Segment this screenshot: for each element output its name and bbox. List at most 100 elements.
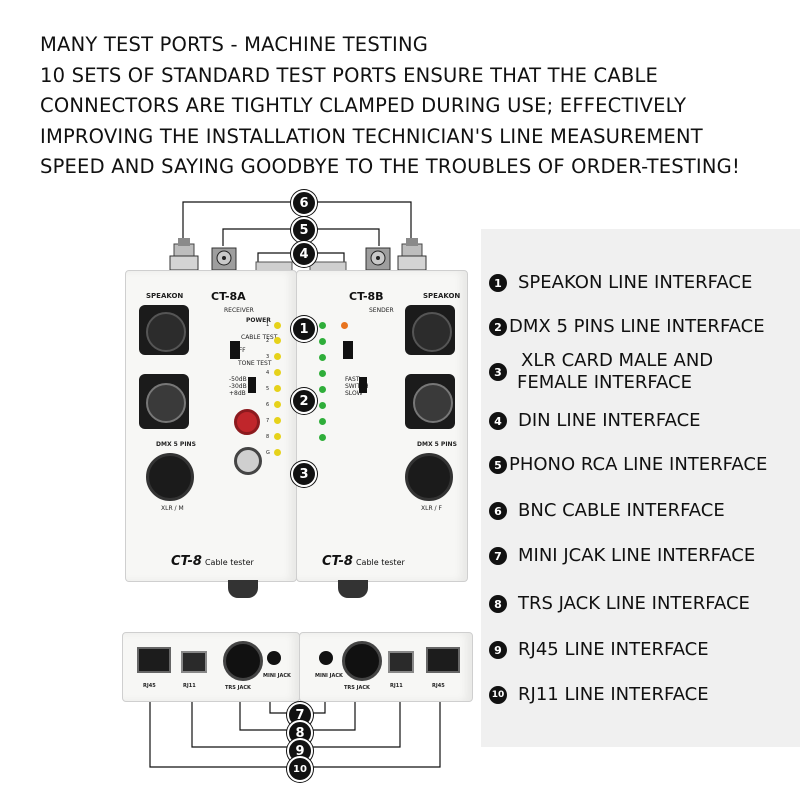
mini-jack-label-right: MINI JACK <box>315 673 343 679</box>
led-number-7: 7 <box>266 418 270 424</box>
led-2 <box>274 353 281 360</box>
rj45-port-right[interactable] <box>426 647 460 673</box>
led-green-2 <box>319 338 326 345</box>
callout-6: 6 <box>291 190 317 216</box>
rj11-label-right: RJ11 <box>390 683 403 689</box>
legend-label: RJ11 LINE INTERFACE <box>518 684 709 705</box>
header-line-4: IMPROVING THE INSTALLATION TECHNICIAN'S … <box>40 124 703 148</box>
receiver-label: RECEIVER <box>224 307 254 314</box>
legend-panel <box>481 229 800 747</box>
legend-label: MINI JCAK LINE INTERFACE <box>518 545 756 566</box>
device-foot-right <box>338 580 368 598</box>
legend-item-4: 4 DIN LINE INTERFACE <box>489 410 701 432</box>
number-badge: 5 <box>489 456 507 474</box>
callout-5: 5 <box>291 217 317 243</box>
led-green-8 <box>319 434 326 441</box>
legend-label: DIN LINE INTERFACE <box>518 410 701 431</box>
led-7 <box>274 433 281 440</box>
dmx-jack-ring <box>413 383 453 423</box>
callout-2: 2 <box>291 388 317 414</box>
number-badge: 10 <box>489 686 507 704</box>
legend-item-6: 6 BNC CABLE INTERFACE <box>489 500 725 522</box>
db-label-2: -30dB <box>229 383 247 390</box>
legend-item-1: 1 SPEAKON LINE INTERFACE <box>489 272 752 294</box>
trs-jack-right[interactable] <box>342 641 382 681</box>
legend-item-2: 2 DMX 5 PINS LINE INTERFACE <box>489 316 765 338</box>
rca-red-jack[interactable] <box>234 409 260 435</box>
legend-item-8: 8 TRS JACK LINE INTERFACE <box>489 593 750 615</box>
rj45-label-right: RJ45 <box>432 683 445 689</box>
number-badge: 2 <box>489 318 507 336</box>
rj45-label-left: RJ45 <box>143 683 156 689</box>
dmx-jack-ring <box>146 383 186 423</box>
led-number-g: G <box>266 450 270 456</box>
xlr-female-jack[interactable] <box>405 453 453 501</box>
led-8 <box>274 449 281 456</box>
db-switch[interactable] <box>248 377 256 393</box>
led-1 <box>274 337 281 344</box>
led-number-4: 4 <box>266 370 270 376</box>
mode-label-fast: FAST <box>345 376 360 383</box>
rca-connector-left <box>211 247 237 271</box>
callout-1: 1 <box>291 316 317 342</box>
bnc-connector-left <box>169 238 199 271</box>
led-number-1: 1 <box>266 322 270 328</box>
rj11-port-left[interactable] <box>181 651 207 673</box>
number-badge: 8 <box>489 595 507 613</box>
sender-label: SENDER <box>369 307 394 314</box>
rj11-port-right[interactable] <box>388 651 414 673</box>
trs-label-right: TRS JACK <box>344 685 370 691</box>
led-green-7 <box>319 418 326 425</box>
speakon-label-right: SPEAKON <box>423 292 461 300</box>
mode-switch-top[interactable] <box>343 341 353 359</box>
legend-item-7: 7 MINI JCAK LINE INTERFACE <box>489 545 755 567</box>
callout-4: 4 <box>291 241 317 267</box>
led-green-1 <box>319 322 326 329</box>
rj45-port-left[interactable] <box>137 647 171 673</box>
device-ct8b: CT-8B SENDER SPEAKON FAST SWITCH SLOW DM… <box>296 270 468 582</box>
led-number-8: 8 <box>266 434 270 440</box>
cable-test-switch[interactable] <box>230 341 240 359</box>
header-line-3: CONNECTORS ARE TIGHTLY CLAMPED DURING US… <box>40 94 687 117</box>
led-6 <box>274 417 281 424</box>
legend-label: XLR CARD MALE AND <box>521 350 714 371</box>
header-line-5: SPEED AND SAYING GOODBYE TO THE TROUBLES… <box>40 155 740 178</box>
led-number-2: 2 <box>266 338 270 344</box>
xlr-f-label: XLR / F <box>421 505 442 512</box>
number-badge: 3 <box>489 363 507 381</box>
number-badge: 4 <box>489 412 507 430</box>
speakon-label: SPEAKON <box>146 292 184 300</box>
number-badge: 1 <box>489 274 507 292</box>
ct8a-title: CT-8A <box>211 290 246 303</box>
dmx5pins-label-right: DMX 5 PINS <box>417 441 457 448</box>
power-label: POWER <box>246 317 271 324</box>
mode-switch[interactable] <box>359 377 367 393</box>
callout-10: 10 <box>287 756 313 782</box>
header-text: MANY TEST PORTS - MACHINE TESTING 10 SET… <box>40 30 795 183</box>
legend-label: BNC CABLE INTERFACE <box>518 500 725 521</box>
led-green-3 <box>319 354 326 361</box>
legend-label: SPEAKON LINE INTERFACE <box>518 272 753 293</box>
mini-jack-left[interactable] <box>267 651 281 665</box>
led-number-3: 3 <box>266 354 270 360</box>
device-ct8a: SPEAKON CT-8A RECEIVER POWER CABLE TEST … <box>125 270 297 582</box>
xlr-male-jack[interactable] <box>146 453 194 501</box>
trs-jack-left[interactable] <box>223 641 263 681</box>
trs-jack-top[interactable] <box>234 447 262 475</box>
legend-label: DMX 5 PINS LINE INTERFACE <box>509 316 765 337</box>
ct8b-title: CT-8B <box>349 290 384 303</box>
mini-jack-right[interactable] <box>319 651 333 665</box>
led-number-5: 5 <box>266 386 270 392</box>
db-label-3: +8dB <box>229 390 246 397</box>
legend-label-line-2: FEMALE INTERFACE <box>517 372 692 393</box>
led-green-5 <box>319 386 326 393</box>
legend-label: TRS JACK LINE INTERFACE <box>518 593 750 614</box>
trs-label-left: TRS JACK <box>225 685 251 691</box>
legend-label: PHONO RCA LINE INTERFACE <box>509 454 768 475</box>
header-line-1: MANY TEST PORTS - MACHINE TESTING <box>40 33 429 56</box>
legend-item-5: 5 PHONO RCA LINE INTERFACE <box>489 454 767 476</box>
rj11-label-left: RJ11 <box>183 683 196 689</box>
led-power <box>274 322 281 329</box>
